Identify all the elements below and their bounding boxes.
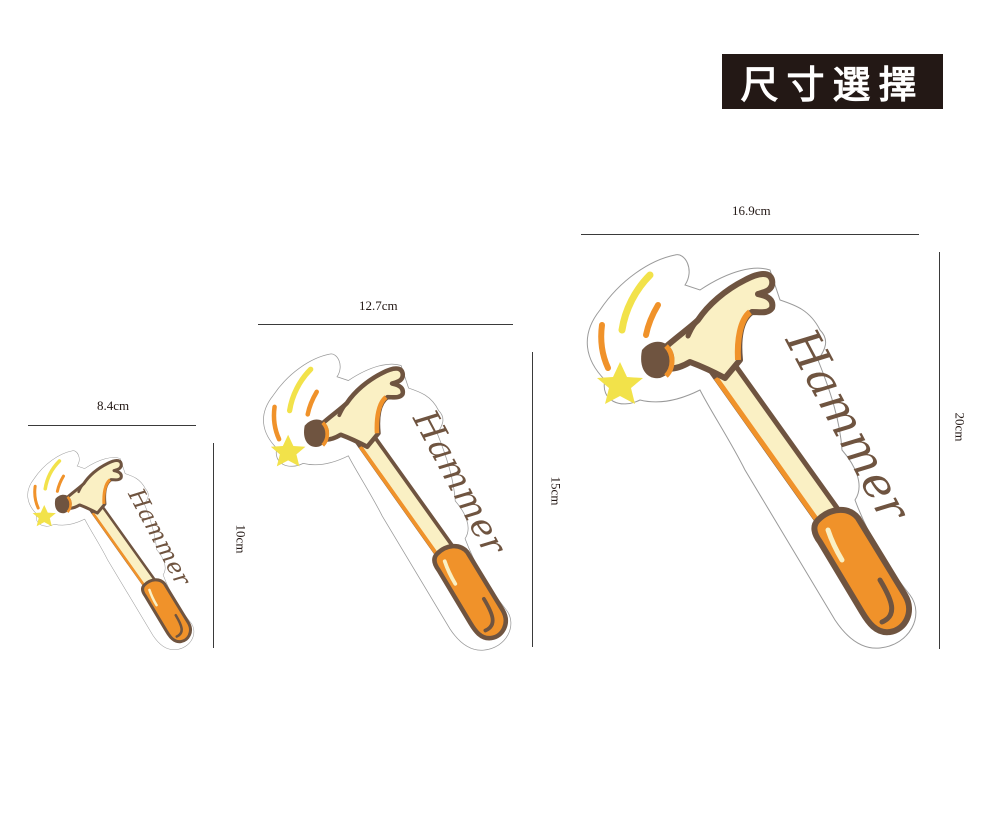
small-width-line: [28, 425, 196, 426]
large-height-label: 20cm: [952, 412, 968, 442]
size-selection-title: 尺寸選擇: [722, 54, 943, 109]
hammer-icon: [258, 350, 514, 652]
small-height-line: [213, 443, 214, 648]
medium-height-line: [532, 352, 533, 647]
small-height-label: 10cm: [233, 524, 249, 554]
hammer-icon: [580, 250, 920, 650]
large-width-label: 16.9cm: [732, 203, 771, 218]
hammer-icon: [25, 448, 199, 652]
hammer-sticker-large[interactable]: [580, 250, 920, 650]
small-width-label: 8.4cm: [97, 398, 130, 413]
large-width-line: [581, 234, 919, 235]
hammer-sticker-small[interactable]: [24, 448, 199, 652]
medium-height-label: 15cm: [548, 476, 564, 506]
medium-width-label: 12.7cm: [359, 298, 398, 313]
medium-width-line: [258, 324, 513, 325]
large-height-line: [939, 252, 940, 649]
hammer-sticker-medium[interactable]: [258, 350, 514, 652]
